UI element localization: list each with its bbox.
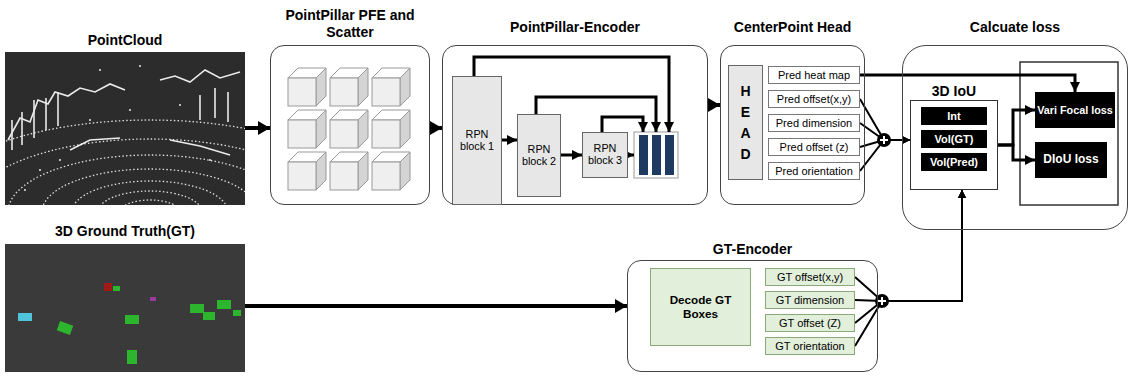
frame (270, 45, 430, 205)
box-text: RPN block 2 (518, 144, 560, 168)
box-text: GT offset (Z) (779, 317, 841, 329)
arrow (998, 145, 1035, 160)
output-box: Pred dimension (768, 114, 860, 132)
process-box: Decode GT Boxes (650, 268, 751, 346)
group-box: PointPillar PFE and Scatter (270, 2, 430, 205)
term-box: Vol(GT) (921, 130, 987, 148)
heading-text: CenterPoint Head (734, 19, 851, 35)
pillar-grid (288, 68, 410, 190)
sum-symbol (877, 133, 891, 147)
heading: CenterPoint Head (720, 10, 865, 45)
output-box: GT orientation (765, 337, 855, 355)
output-box: GT offset(x,y) (765, 268, 855, 286)
heading: PointCloud (5, 28, 245, 52)
box-text: Pred orientation (775, 165, 853, 177)
heading: 3D Ground Truth(GT) (5, 218, 245, 244)
group-box: Calcuate loss 3D IoU IntVol(GT) Vol(Pred) Va… (902, 10, 1128, 230)
group-box: 3D IoU IntVol(GT) Vol(Pred) (910, 82, 998, 190)
box-text: GT offset(x,y) (777, 271, 843, 283)
arrow (430, 126, 442, 130)
box-text: Vari Focal loss (1037, 104, 1113, 116)
box-text: RPN block 1 (453, 129, 501, 153)
output-box: Pred offset(x,y) (768, 90, 860, 108)
output-box: Pred heat map (768, 66, 860, 84)
block-box: RPN block 1 (452, 76, 502, 205)
box-text: Pred dimension (776, 117, 852, 129)
box-text: Pred offset(x,y) (777, 93, 851, 105)
block-box: RPN block 3 (582, 132, 628, 178)
loss-panel (1020, 62, 1118, 205)
image-panel: 3D Ground Truth(GT) (5, 218, 245, 372)
box-text: RPN block 3 (583, 143, 627, 167)
box-text: Vol(GT) (935, 133, 974, 145)
box-text: Vol(Pred) (930, 156, 978, 168)
box-text: HEAD (739, 81, 753, 165)
arrow (245, 126, 270, 130)
heading: PointPillar PFE and Scatter (270, 2, 430, 45)
heading-text: Calcuate loss (970, 19, 1060, 35)
output-box: GT offset (Z) (765, 314, 855, 332)
output-box: GT dimension (765, 291, 855, 309)
heading-text: GT-Encoder (713, 241, 792, 257)
heading: 3D IoU (910, 82, 998, 100)
frame (5, 244, 245, 372)
box-text: Pred offset (z) (780, 141, 849, 153)
skip-connections (474, 57, 669, 155)
block-box: RPN block 2 (517, 114, 561, 197)
loss-box: Vari Focal loss (1035, 92, 1115, 128)
box-text: GT dimension (776, 294, 844, 306)
heading-text: PointPillar-Encoder (510, 19, 640, 35)
output-box: Pred orientation (768, 162, 860, 180)
arrow (502, 139, 517, 142)
heading-text: 3D Ground Truth(GT) (55, 223, 195, 239)
ground-truth-image (5, 244, 245, 372)
arrow (708, 103, 720, 107)
box-text: DIoU loss (1043, 153, 1098, 167)
arrow (855, 190, 962, 301)
group-box: CenterPoint HeadHEAD Pred heat mapPred of… (720, 10, 865, 205)
image-panel: PointCloud (5, 28, 245, 205)
frame (5, 52, 245, 205)
box-text: Int (947, 110, 960, 122)
arrow (245, 304, 627, 308)
output-box: Pred offset (z) (768, 138, 860, 156)
arrow (855, 190, 962, 346)
heading-text: PointPillar PFE and Scatter (278, 7, 422, 39)
arrow (855, 190, 962, 301)
box-text: Decode GT Boxes (651, 293, 750, 321)
arrow (855, 190, 962, 323)
term-box: Int (921, 107, 987, 125)
box-text: GT orientation (775, 340, 845, 352)
arrow (561, 154, 582, 157)
group-box: PointPillar-EncoderRPN block 1 RPN block … (442, 10, 708, 205)
arrow (998, 110, 1035, 145)
term-box: Vol(Pred) (921, 153, 987, 171)
box-text: Pred heat map (778, 69, 850, 81)
concat-bars (634, 132, 678, 178)
heading-text: 3D IoU (932, 83, 976, 99)
heading-text: PointCloud (88, 32, 163, 48)
group-box: GT-EncoderDecode GT Boxes GT offset(x,y) G… (627, 238, 878, 372)
heading: GT-Encoder (627, 238, 878, 260)
heading: Calcuate loss (902, 10, 1128, 45)
head-box: HEAD (728, 65, 763, 180)
loss-box: DIoU loss (1035, 142, 1107, 178)
heading: PointPillar-Encoder (442, 10, 708, 45)
